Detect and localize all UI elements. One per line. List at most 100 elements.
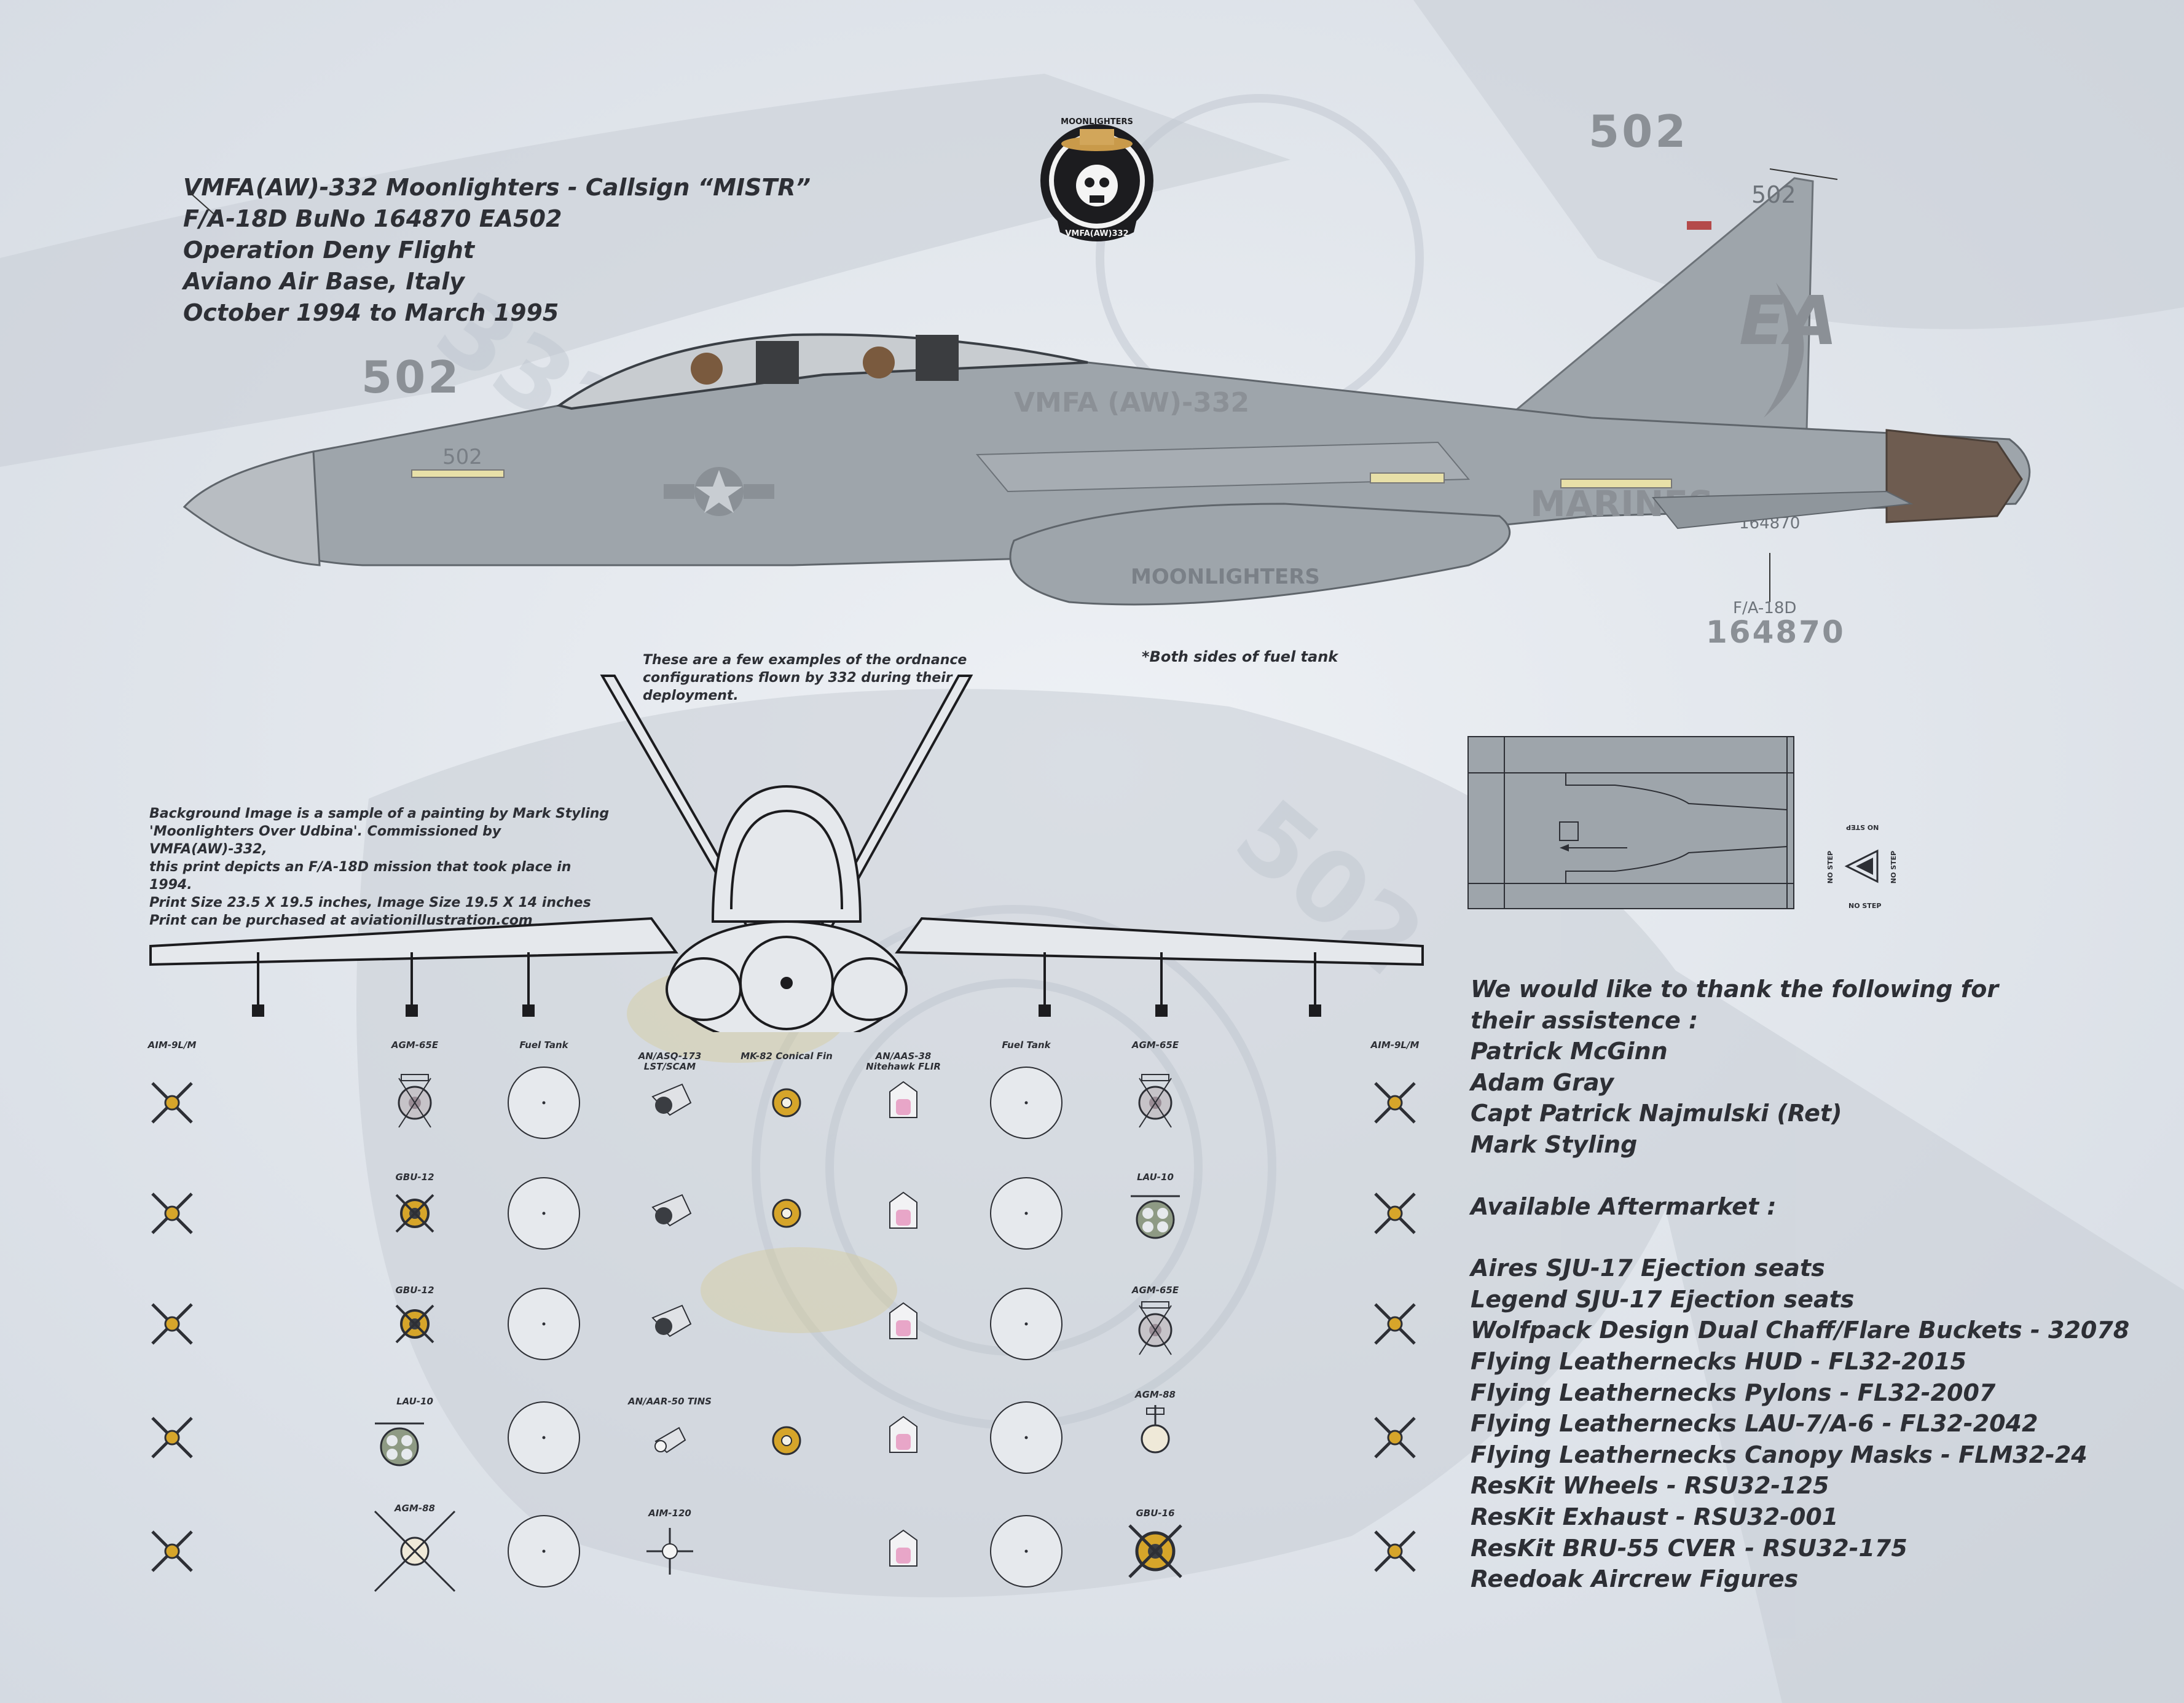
targeting-pod-icon: [652, 1084, 691, 1116]
aftermarket-item: Wolfpack Design Dual Chaff/Flare Buckets…: [1471, 1317, 2130, 1344]
fuel-tank-icon: [508, 1177, 580, 1250]
fuel-tank-icon: [990, 1401, 1063, 1474]
aftermarket-item: Aires SJU-17 Ejection seats: [1471, 1255, 1825, 1282]
fuel-tank-icon: [508, 1515, 580, 1588]
agm65e-icon: [398, 1073, 432, 1129]
mk82-icon: [772, 1088, 801, 1118]
tail-number-callout: 502: [1589, 106, 1689, 157]
fuel-tank-icon: [508, 1288, 580, 1360]
fuel-tank-icon: [508, 1067, 580, 1139]
aftermarket-heading: Available Aftermarket :: [1471, 1192, 1777, 1220]
no-step-label-left: NO STEP: [1826, 850, 1835, 884]
agm65e-icon: [1138, 1301, 1173, 1356]
badge-bottom-text: VMFA(AW)332: [1065, 229, 1128, 238]
lau10-icon: [1129, 1195, 1181, 1239]
no-step-label-bottom: NO STEP: [1848, 902, 1882, 910]
fuel-tank-text: MOONLIGHTERS: [1131, 565, 1320, 589]
ordnance-grid: [123, 1067, 1463, 1592]
fuselage-squadron-text: VMFA (AW)-332: [1014, 387, 1249, 418]
ordnance-label-gbu12-a: GBU-12: [395, 1172, 434, 1183]
thanks-name: Mark Styling: [1471, 1130, 1638, 1158]
fuselage-detail-panel: [1467, 736, 1794, 909]
header-line-aircraft: F/A-18D BuNo 164870 EA502: [183, 205, 562, 232]
gbu12-icon: [395, 1304, 434, 1344]
mk82-icon: [772, 1199, 801, 1228]
background-note-line: this print depicts an F/A-18D mission th…: [149, 859, 572, 893]
aim9-icon: [152, 1304, 192, 1344]
thanks-name: Adam Gray: [1471, 1068, 1614, 1096]
ordnance-label-aim9-left: AIM-9L/M: [147, 1039, 197, 1051]
tins-pod-icon: [654, 1427, 686, 1453]
ordnance-label-fuel-tank-right: Fuel Tank: [1002, 1039, 1051, 1051]
spacer: [1471, 1222, 2129, 1253]
ordnance-label-asq173: AN/ASQ-173 LST/SCAM: [638, 1051, 702, 1072]
aim9-icon: [152, 1532, 192, 1571]
ordnance-label-lau10-b: LAU-10: [396, 1396, 433, 1407]
agm88-icon: [374, 1510, 456, 1592]
agm65e-icon: [1138, 1073, 1173, 1129]
ordnance-label-aim120: AIM-120: [648, 1508, 691, 1519]
fuel-tank-note: *Both sides of fuel tank: [1142, 648, 1338, 665]
ordnance-label-aas38: AN/AAS-38 Nitehawk FLIR: [866, 1051, 941, 1072]
ordnance-label-gbu12-b: GBU-12: [395, 1285, 434, 1296]
aftermarket-item: Flying Leathernecks Canopy Masks - FLM32…: [1471, 1441, 2088, 1468]
flir-pod-icon: [889, 1081, 917, 1118]
aftermarket-item: ResKit Exhaust - RSU32-001: [1471, 1503, 1839, 1530]
background-note: Background Image is a sample of a painti…: [149, 805, 616, 930]
fuel-tank-icon: [990, 1515, 1063, 1588]
aircraft-side-profile: EA 502 VMFA (AW)-332 502 MARINES 164870 …: [183, 168, 2031, 606]
gbu12-icon: [395, 1194, 434, 1233]
ordnance-label-agm88-b: AGM-88: [395, 1503, 435, 1514]
header-line-base: Aviano Air Base, Italy: [183, 268, 465, 295]
aim9-icon: [1375, 1083, 1415, 1122]
aim9-icon: [152, 1194, 192, 1233]
squadron-badge: MOONLIGHTERS VMFA(AW)332: [1040, 117, 1153, 241]
ordnance-label-mk82: MK-82 Conical Fin: [740, 1051, 833, 1062]
no-step-label-top: NO STEP: [1846, 823, 1879, 831]
thanks-name: Patrick McGinn: [1471, 1038, 1668, 1065]
ordnance-label-aar50: AN/AAR-50 TINS: [628, 1396, 712, 1407]
tail-number-small: 502: [1751, 181, 1796, 208]
lau10-icon: [374, 1422, 425, 1466]
ordnance-label-agm88-a: AGM-88: [1135, 1389, 1176, 1400]
flir-pod-icon: [889, 1192, 917, 1229]
aftermarket-item: ResKit Wheels - RSU32-125: [1471, 1472, 1829, 1500]
thanks-name: Capt Patrick Najmulski (Ret): [1471, 1100, 1842, 1127]
aim9-icon: [1375, 1418, 1415, 1457]
badge-top-text: MOONLIGHTERS: [1061, 117, 1133, 127]
nose-number-small: 502: [442, 445, 482, 469]
ordnance-label-lau10-a: LAU-10: [1137, 1172, 1174, 1183]
aim9-icon: [152, 1418, 192, 1457]
aim9-icon: [1375, 1194, 1415, 1233]
ordnance-label-fuel-tank-left: Fuel Tank: [519, 1039, 568, 1051]
aftermarket-item: Reedoak Aircrew Figures: [1471, 1565, 1799, 1593]
callout-bureau-number: 164870: [1706, 614, 1845, 650]
background-note-line: Print Size 23.5 X 19.5 inches, Image Siz…: [149, 895, 591, 910]
targeting-pod-icon: [652, 1194, 691, 1226]
spacer: [1471, 1161, 2129, 1191]
agm88-icon: [1141, 1404, 1170, 1454]
aftermarket-item: Flying Leathernecks LAU-7/A-6 - FL32-204…: [1471, 1410, 2038, 1438]
fuel-tank-icon: [990, 1288, 1063, 1360]
aftermarket-item: Flying Leathernecks HUD - FL32-2015: [1471, 1347, 1967, 1375]
header-line-operation: Operation Deny Flight: [183, 237, 475, 264]
ordnance-note: These are a few examples of the ordnance…: [643, 652, 967, 703]
aircraft-front-view: [149, 675, 1424, 1032]
aftermarket-item: Flying Leathernecks Pylons - FL32-2007: [1471, 1379, 1996, 1406]
gbu16-icon: [1129, 1525, 1181, 1577]
ordnance-label-agm65e-b: AGM-65E: [1131, 1285, 1179, 1296]
nose-number-callout: 502: [361, 351, 462, 403]
flir-pod-icon: [889, 1530, 917, 1567]
flir-pod-icon: [889, 1416, 917, 1453]
header-block: VMFA(AW)-332 Moonlighters - Callsign “MI…: [183, 172, 811, 329]
no-step-label-right: NO STEP: [1890, 850, 1898, 884]
acknowledgements-list: We would like to thank the following for…: [1471, 974, 2129, 1595]
header-line-dates: October 1994 to March 1995: [183, 299, 559, 326]
background-note-line: Print can be purchased at aviationillust…: [149, 913, 533, 928]
fuel-tank-icon: [990, 1067, 1063, 1139]
aftermarket-item: ResKit BRU-55 CVER - RSU32-175: [1471, 1534, 1907, 1562]
ordnance-label-agm65e-left: AGM-65E: [391, 1039, 439, 1051]
aim9-icon: [152, 1083, 192, 1122]
aim120-icon: [645, 1527, 694, 1576]
